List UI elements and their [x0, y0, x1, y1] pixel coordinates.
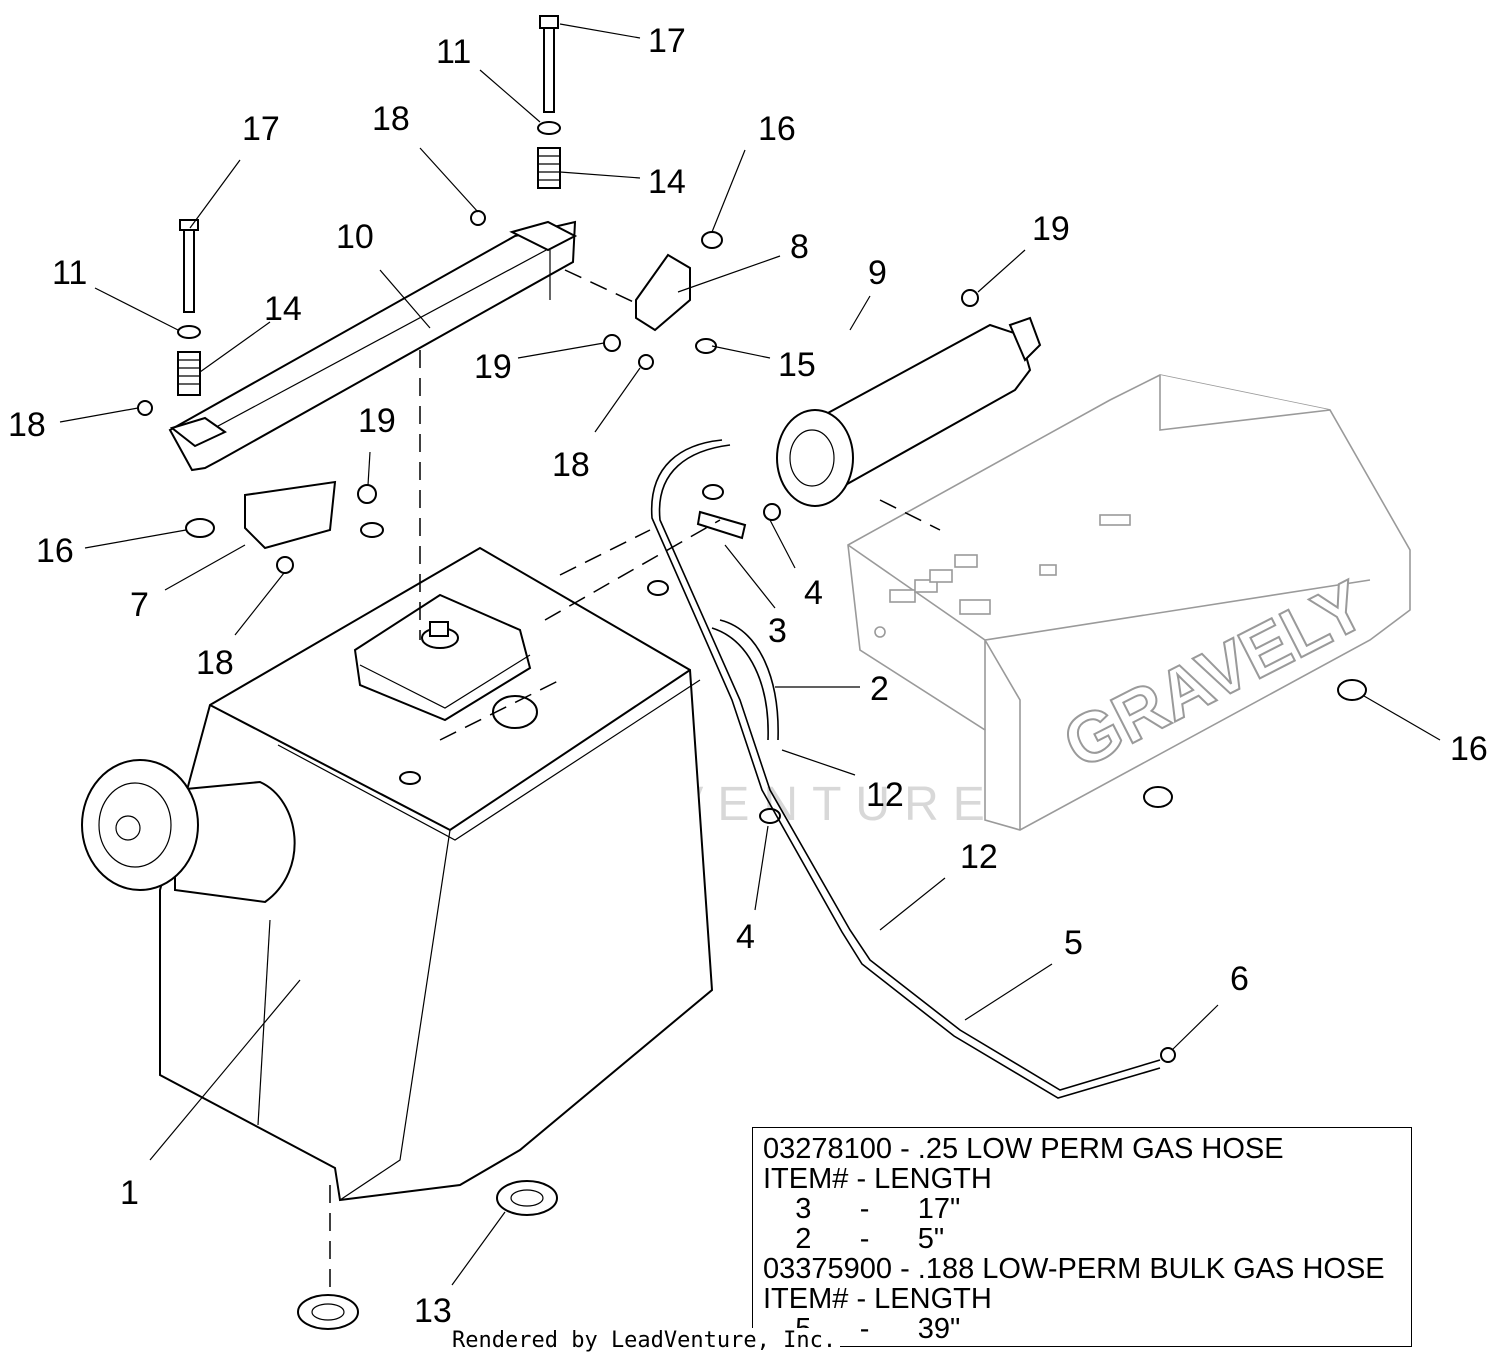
callout-14: 14 — [264, 290, 302, 328]
small-hardware — [137, 210, 1367, 1063]
callout-11: 11 — [436, 33, 471, 71]
callout-4: 4 — [804, 574, 823, 612]
fuel-hoses — [650, 439, 1161, 1099]
callout-18: 18 — [372, 100, 410, 138]
callout-11: 11 — [52, 254, 87, 292]
note-line: ITEM# - LENGTH — [763, 1283, 992, 1315]
callout-16: 16 — [758, 110, 796, 148]
callout-18: 18 — [8, 406, 46, 444]
callout-16: 16 — [36, 532, 74, 570]
callout-19: 19 — [358, 402, 396, 440]
hardware-stack-right — [537, 15, 561, 189]
callout-6: 6 — [1230, 960, 1249, 998]
note-line: 03278100 - .25 LOW PERM GAS HOSE — [763, 1133, 1284, 1165]
note-line: 03375900 - .188 LOW-PERM BULK GAS HOSE — [763, 1253, 1385, 1285]
callout-9: 9 — [868, 254, 887, 292]
evap-canister — [776, 316, 1042, 507]
callout-12: 12 — [866, 776, 904, 814]
render-credit: Rendered by LeadVenture, Inc. — [452, 1328, 841, 1353]
hose-length-note: 03278100 - .25 LOW PERM GAS HOSE ITEM# -… — [752, 1127, 1412, 1347]
dash-panel: GRAVELY — [847, 374, 1411, 831]
alignment-lines — [329, 269, 941, 1295]
bracket-8 — [635, 253, 691, 332]
callout-8: 8 — [790, 228, 809, 266]
callout-labels: 17 11 14 18 17 10 11 14 18 19 16 7 18 16… — [8, 22, 1488, 1330]
note-line: 2 - 5" — [763, 1223, 945, 1255]
note-line: 5 - 39" — [763, 1313, 961, 1345]
callout-3: 3 — [768, 612, 787, 650]
callout-19: 19 — [474, 348, 512, 386]
callout-17: 17 — [648, 22, 686, 60]
callout-18: 18 — [196, 644, 234, 682]
callout-5: 5 — [1064, 924, 1083, 962]
fuel-tank — [81, 546, 714, 1202]
hardware-stack-left — [177, 219, 201, 396]
callout-15: 15 — [778, 346, 816, 384]
callout-2: 2 — [870, 670, 889, 708]
callout-10: 10 — [336, 218, 374, 256]
callout-1: 1 — [120, 1174, 139, 1212]
callout-18: 18 — [552, 446, 590, 484]
leader-lines — [59, 23, 1441, 1286]
callout-19: 19 — [1032, 210, 1070, 248]
callout-4: 4 — [736, 918, 755, 956]
callout-7: 7 — [130, 586, 149, 624]
bracket-7 — [244, 480, 337, 550]
callout-13: 13 — [414, 1292, 452, 1330]
tank-bracket — [168, 220, 578, 472]
callout-12: 12 — [960, 838, 998, 876]
note-line: ITEM# - LENGTH — [763, 1163, 992, 1195]
grommets — [297, 1180, 558, 1330]
callout-16: 16 — [1450, 730, 1488, 768]
callout-17: 17 — [242, 110, 280, 148]
callout-14: 14 — [648, 163, 686, 201]
note-line: 3 - 17" — [763, 1193, 961, 1225]
